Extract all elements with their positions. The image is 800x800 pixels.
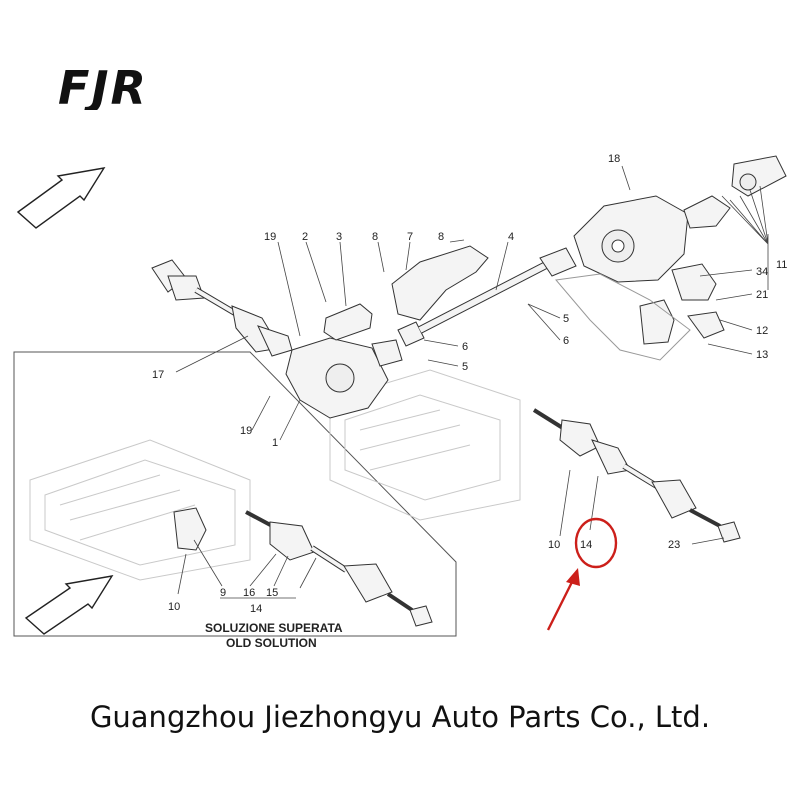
callout-10-right: 10 [548, 539, 560, 551]
callout-8-left: 8 [372, 231, 378, 243]
old-solution-caption-italian: SOLUZIONE SUPERATA [205, 621, 343, 635]
callout-labels: 18 11 34 21 12 13 19 2 3 8 7 8 4 5 6 6 5… [152, 153, 787, 615]
callout-14-highlighted: 14 [580, 539, 592, 551]
callout-15: 15 [266, 587, 278, 599]
subframe-ghost-upper [329, 369, 521, 521]
callout-19-top: 19 [264, 231, 276, 243]
old-solution-drive-shaft [173, 507, 433, 627]
highlight-arrowhead [566, 568, 580, 586]
callout-6-left: 6 [462, 341, 468, 353]
callout-18: 18 [608, 153, 620, 165]
transfer-case [573, 195, 731, 283]
highlight-arrow [546, 577, 576, 631]
brand-logo-text: FJR [58, 62, 148, 110]
callout-11: 11 [776, 259, 787, 271]
callout-1: 1 [272, 437, 278, 449]
company-name: Guangzhou Jiezhongyu Auto Parts Co., Ltd… [89, 700, 711, 734]
right-drive-shaft [532, 408, 741, 543]
callout-2: 2 [302, 231, 308, 243]
callout-21: 21 [756, 289, 768, 301]
bracket [323, 303, 373, 341]
old-solution-caption-english: OLD SOLUTION [226, 636, 317, 650]
callout-14-old: 14 [250, 603, 262, 615]
callout-19-bottom: 19 [240, 425, 252, 437]
callout-23: 23 [668, 539, 680, 551]
callout-9: 9 [220, 587, 226, 599]
brand-logo: FJR [58, 62, 148, 110]
callout-6-right: 6 [563, 335, 569, 347]
direction-arrow-top [16, 167, 106, 229]
callout-34: 34 [756, 266, 768, 278]
highlight-annotation [546, 517, 618, 631]
callout-10-old: 10 [168, 601, 180, 613]
subframe-ghost-lower [29, 439, 251, 581]
leader-lines [175, 165, 769, 599]
callout-3: 3 [336, 231, 342, 243]
callout-13: 13 [756, 349, 768, 361]
callout-17: 17 [152, 369, 164, 381]
left-drive-shaft [151, 259, 293, 357]
callout-5-left: 5 [462, 361, 468, 373]
callout-4: 4 [508, 231, 514, 243]
callout-12: 12 [756, 325, 768, 337]
crossmember [555, 273, 691, 361]
heat-shield [391, 245, 489, 321]
direction-arrow-bottom [24, 575, 114, 635]
callout-5-right: 5 [563, 313, 569, 325]
highlight-circle [574, 517, 618, 569]
callout-7: 7 [407, 231, 413, 243]
propeller-shaft [397, 247, 577, 347]
callout-8-right: 8 [438, 231, 444, 243]
coupling-flange [731, 155, 787, 197]
front-differential [285, 337, 403, 419]
old-solution-frame [13, 351, 457, 637]
callout-16: 16 [243, 587, 255, 599]
